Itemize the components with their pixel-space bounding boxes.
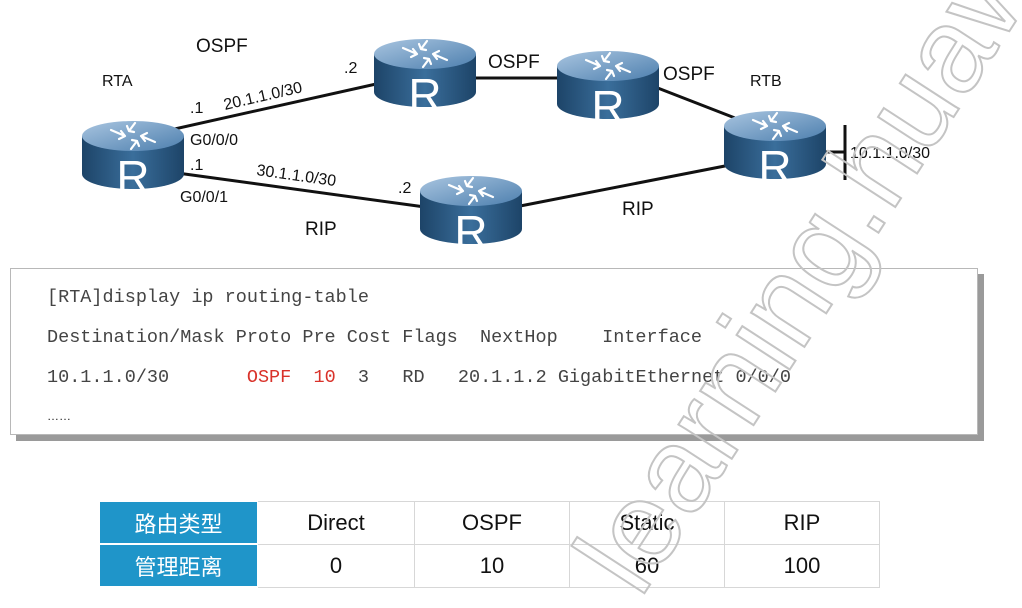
interface-label-g000: G0/0/0	[190, 132, 238, 149]
row-header-route-type: 路由类型	[99, 501, 258, 545]
host-label-lower-router: .2	[398, 180, 411, 197]
router-rtb-label: RTB	[750, 73, 782, 90]
route-type-ospf: OSPF	[414, 501, 570, 545]
router-rta-icon: R	[80, 119, 186, 203]
routing-table-row: 10.1.1.0/30 OSPF 10 3 RD 20.1.1.2 Gigabi…	[47, 367, 791, 388]
admin-distance-row: 管理距离 0 10 60 100	[99, 543, 880, 588]
protocol-label-rip-right: RIP	[622, 199, 654, 220]
router-rip-lower-icon: R	[418, 174, 524, 258]
routing-table-output: [RTA]display ip routing-table Destinatio…	[10, 268, 978, 435]
route-type-row: 路由类型 Direct OSPF Static RIP	[99, 501, 880, 545]
route-type-static: Static	[569, 501, 725, 545]
host-label-rta-upper: .1	[190, 100, 203, 117]
link-lower-rtb	[514, 163, 731, 209]
svg-text:R: R	[758, 141, 791, 193]
link-mid-rtb	[649, 83, 736, 120]
distance-rip: 100	[724, 543, 880, 588]
distance-static: 60	[569, 543, 725, 588]
more-output-ellipsis: ……	[47, 409, 71, 423]
router-rta-label: RTA	[102, 73, 133, 90]
host-label-rta-lower: .1	[190, 157, 203, 174]
link-rta-lower	[169, 170, 426, 209]
command-line: [RTA]display ip routing-table	[47, 287, 369, 308]
route-preference: 10	[313, 367, 336, 388]
row-header-admin-distance: 管理距离	[99, 543, 258, 588]
route-proto: OSPF	[246, 367, 292, 388]
route-destination: 10.1.1.0/30	[47, 367, 170, 388]
network-label-rtb: 10.1.1.0/30	[850, 145, 930, 162]
protocol-label-ospf-mid: OSPF	[488, 52, 540, 73]
routing-table-header: Destination/Mask Proto Pre Cost Flags Ne…	[47, 327, 703, 348]
route-flags: RD	[402, 367, 425, 388]
router-ospf-upper-icon: R	[372, 37, 478, 121]
router-rtb-icon: R	[722, 109, 828, 193]
router-ospf-mid-icon: R	[555, 49, 661, 133]
route-type-direct: Direct	[257, 501, 415, 545]
interface-label-g001: G0/0/1	[180, 189, 228, 206]
distance-direct: 0	[257, 543, 415, 588]
protocol-label-ospf-right: OSPF	[663, 64, 715, 85]
link-rta-upper	[169, 80, 386, 132]
svg-text:R: R	[408, 69, 441, 121]
distance-ospf: 10	[414, 543, 570, 588]
route-type-rip: RIP	[724, 501, 880, 545]
network-topology-diagram: R R R R R RTA RTB OSPF OSPF OSPF RIP RIP…	[80, 36, 930, 258]
svg-text:R: R	[454, 206, 487, 258]
route-cost: 3	[357, 367, 370, 388]
protocol-label-rip-left: RIP	[305, 219, 337, 240]
host-label-upper-router: .2	[344, 60, 357, 77]
protocol-label-ospf-top: OSPF	[196, 36, 248, 57]
route-nexthop: 20.1.1.2	[457, 367, 547, 388]
route-interface: GigabitEthernet 0/0/0	[557, 367, 791, 388]
admin-distance-table: 路由类型 Direct OSPF Static RIP 管理距离 0 10 60…	[99, 501, 880, 588]
svg-text:R: R	[591, 81, 624, 133]
svg-text:R: R	[116, 151, 149, 203]
